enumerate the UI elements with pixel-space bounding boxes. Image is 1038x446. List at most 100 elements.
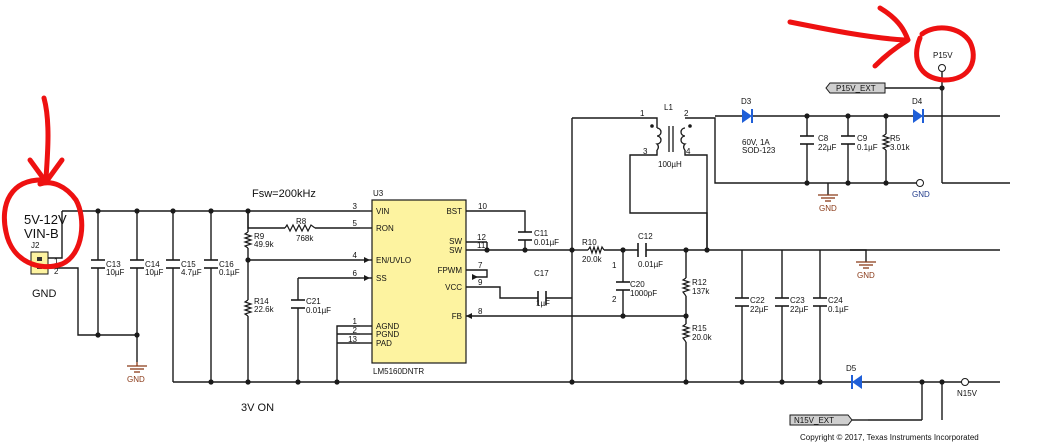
- r12-ref: R12: [692, 278, 707, 287]
- c15-value: 4.7µF: [181, 268, 202, 277]
- diode-d3: [742, 109, 753, 123]
- c23-ref: C23: [790, 296, 805, 305]
- n15v-ext-port: [789, 414, 853, 426]
- ic-pin-ron: RON: [376, 224, 394, 233]
- gnd-terminal-label: GND: [912, 190, 930, 199]
- enable-note: 3V ON: [241, 402, 274, 414]
- wires: [48, 72, 1010, 421]
- n15v-terminal: [961, 378, 969, 386]
- l1-value: 100µH: [658, 160, 682, 169]
- c17-ref: C17: [534, 269, 549, 278]
- p15v-ext-port: [825, 82, 886, 94]
- c17-value: 1µF: [536, 299, 550, 308]
- c8-ref: C8: [818, 134, 829, 143]
- input-name-label: VIN-B: [24, 226, 59, 241]
- fsw-note: Fsw=200kHz: [252, 188, 316, 200]
- ic-pin-pad-num: 13: [348, 335, 357, 344]
- c11-value: 0.01µF: [534, 238, 559, 247]
- capacitor-plates: [91, 135, 855, 309]
- c12-ref: C12: [638, 232, 653, 241]
- p15v-terminal: [938, 64, 946, 72]
- r5-value: 3.01k: [890, 143, 911, 152]
- ic-pin-vin: VIN: [376, 207, 390, 216]
- ic-u3-body: [371, 199, 467, 364]
- c15-ref: C15: [181, 260, 196, 269]
- ic-pin-pad: PAD: [376, 339, 392, 348]
- c14-ref: C14: [145, 260, 160, 269]
- c16-value: 0.1µF: [219, 268, 240, 277]
- component-labels: C13 10µF C14 10µF C15 4.7µF C16 0.1µF R9…: [106, 134, 911, 342]
- c13-ref: C13: [106, 260, 121, 269]
- r15-ref: R15: [692, 324, 707, 333]
- c24-ref: C24: [828, 296, 843, 305]
- d3-package: SOD-123: [742, 146, 776, 155]
- junction-dots: [95, 85, 945, 385]
- j2-ref: J2: [31, 241, 40, 250]
- c22-ref: C22: [750, 296, 765, 305]
- ic-pin-agnd: AGND: [376, 322, 399, 331]
- r15-value: 20.0k: [692, 333, 713, 342]
- j2-pin1: 1: [54, 257, 59, 266]
- copyright: Copyright © 2017, Texas Instruments Inco…: [800, 433, 979, 442]
- ic-pin-agnd-num: 1: [353, 317, 358, 326]
- fpwm-arrow: [472, 274, 478, 280]
- ic-pin-ron-num: 5: [353, 219, 358, 228]
- l1-pin3: 3: [643, 147, 648, 156]
- c23-value: 22µF: [790, 305, 809, 314]
- c20-value: 1000pF: [630, 289, 657, 298]
- r8-ref: R8: [296, 217, 307, 226]
- p15v-label: P15V: [933, 51, 953, 60]
- c24-value: 0.1µF: [828, 305, 849, 314]
- annotation-circle-output: [787, 5, 976, 83]
- c9-ref: C9: [857, 134, 868, 143]
- diode-d4: [913, 109, 924, 123]
- ic-pin-en: EN/UVLO: [376, 256, 411, 265]
- ss-arrow: [364, 275, 370, 281]
- r14-value: 22.6k: [254, 305, 275, 314]
- c20-pin1: 1: [612, 261, 617, 270]
- l1-pin4: 4: [686, 147, 691, 156]
- ic-pin-sw1: SW: [449, 237, 462, 246]
- ic-pin-bst: BST: [446, 207, 462, 216]
- d5-ref: D5: [846, 364, 857, 373]
- n15v-ext-label: N15V_EXT: [794, 416, 834, 425]
- c20-pin2: 2: [612, 295, 617, 304]
- c22-value: 22µF: [750, 305, 769, 314]
- ic-pin-fb: FB: [452, 312, 462, 321]
- ic-pin-vcc-num: 9: [478, 278, 483, 287]
- input-voltage-label: 5V-12V: [24, 212, 67, 227]
- d3-ref: D3: [741, 97, 752, 106]
- ic-pin-pgnd-num: 2: [353, 326, 358, 335]
- r14-ref: R14: [254, 297, 269, 306]
- annotation-circle-input: [1, 95, 85, 270]
- l1-pin1: 1: [640, 109, 645, 118]
- r8-value: 768k: [296, 234, 314, 243]
- gnd-label-input: GND: [127, 375, 145, 384]
- r9-value: 49.9k: [254, 240, 275, 249]
- c16-ref: C16: [219, 260, 234, 269]
- fb-arrow: [466, 313, 472, 319]
- ic-ref: U3: [373, 189, 384, 198]
- resistor-zigzags: [243, 133, 891, 343]
- ic-pin-ss-num: 6: [353, 269, 358, 278]
- ic-pin-sw1-num: 12: [477, 233, 486, 242]
- ic-pin-sw2-num: 11: [477, 241, 486, 250]
- j2-pin2: 2: [54, 267, 59, 276]
- ic-pin-pgnd: PGND: [376, 330, 399, 339]
- ic-pin-bst-num: 10: [478, 202, 487, 211]
- ground-symbol-output: [856, 261, 876, 269]
- r10-value: 20.0k: [582, 255, 603, 264]
- gnd-label-output: GND: [857, 271, 875, 280]
- input-gnd-label: GND: [32, 288, 57, 300]
- ic-pin-sw2: SW: [449, 246, 462, 255]
- ic-pin-en-num: 4: [353, 251, 358, 260]
- r10-ref: R10: [582, 238, 597, 247]
- c12-value: 0.01µF: [638, 260, 663, 269]
- ic-pin-vin-num: 3: [353, 202, 358, 211]
- r9-ref: R9: [254, 232, 265, 241]
- c20-ref: C20: [630, 280, 645, 289]
- diode-d5: [851, 375, 862, 389]
- d4-ref: D4: [912, 97, 923, 106]
- c11-ref: C11: [534, 229, 549, 238]
